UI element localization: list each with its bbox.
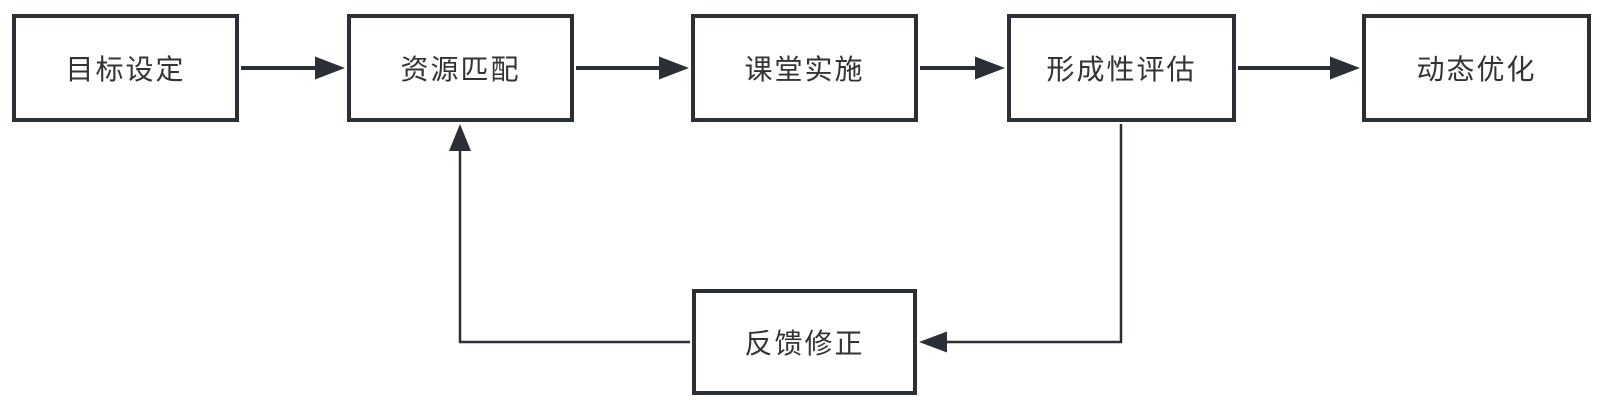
node-formative-assessment: 形成性评估 bbox=[1007, 14, 1236, 122]
node-formative-assessment-label: 形成性评估 bbox=[1046, 54, 1197, 85]
node-resource-matching-label: 资源匹配 bbox=[400, 54, 521, 85]
node-goal-setting-label: 目标设定 bbox=[65, 54, 186, 85]
node-feedback-correction: 反馈修正 bbox=[692, 289, 917, 395]
node-resource-matching: 资源匹配 bbox=[347, 14, 574, 122]
edge-assessment-to-optimize bbox=[1238, 56, 1360, 80]
edge-goal-to-resource bbox=[241, 56, 345, 80]
node-dynamic-optimization: 动态优化 bbox=[1362, 14, 1591, 122]
edge-assessment-to-feedback bbox=[919, 124, 1123, 353]
edge-classroom-to-assessment bbox=[920, 56, 1005, 80]
node-feedback-correction-label: 反馈修正 bbox=[744, 328, 865, 359]
node-classroom-implementation-label: 课堂实施 bbox=[744, 54, 865, 85]
node-dynamic-optimization-label: 动态优化 bbox=[1416, 54, 1537, 85]
node-classroom-implementation: 课堂实施 bbox=[691, 14, 918, 122]
edge-resource-to-classroom bbox=[576, 56, 689, 80]
edge-feedback-to-resource bbox=[449, 124, 690, 344]
node-goal-setting: 目标设定 bbox=[12, 14, 239, 122]
